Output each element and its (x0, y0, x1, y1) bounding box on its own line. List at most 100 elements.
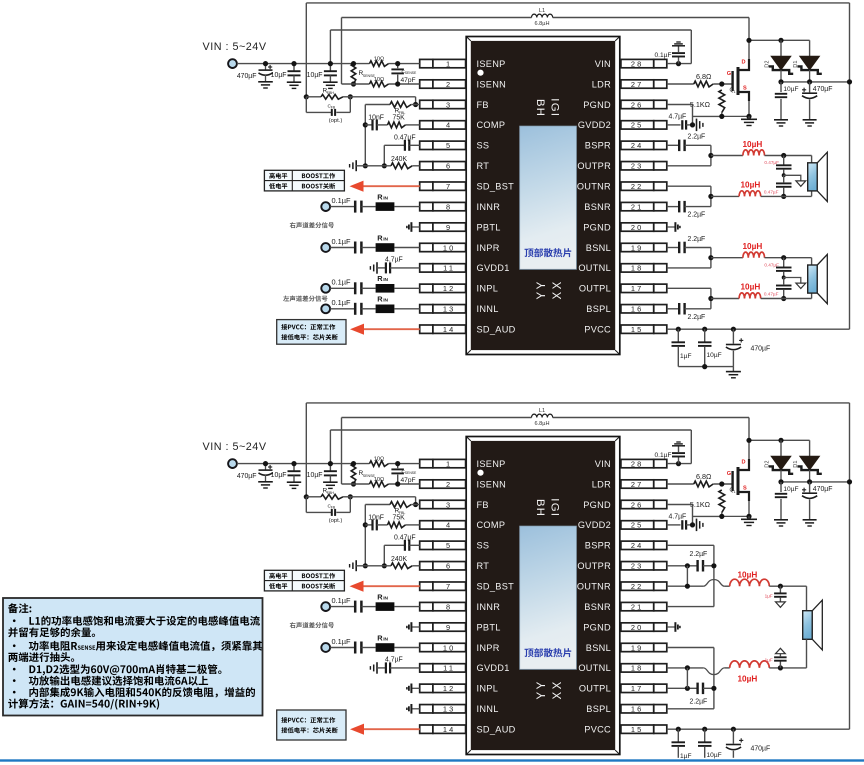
svg-text:SS: SS (477, 541, 490, 551)
svg-text:FBH: FBH (327, 491, 335, 495)
svg-text:OUTNL: OUTNL (578, 263, 611, 273)
svg-text:15: 15 (631, 725, 644, 734)
svg-text:47pF: 47pF (401, 477, 416, 484)
svg-text:FBH: FBH (327, 91, 335, 95)
svg-text:SENSE: SENSE (405, 471, 417, 475)
svg-text:INPL: INPL (477, 284, 499, 294)
svg-text:S: S (743, 86, 747, 92)
svg-text:28: 28 (631, 59, 644, 68)
svg-text:470µF: 470µF (237, 473, 257, 480)
svg-text:20: 20 (631, 623, 644, 632)
svg-text:R: R (377, 192, 383, 201)
svg-text:10µF: 10µF (271, 472, 287, 479)
svg-text:SD_AUD: SD_AUD (477, 725, 516, 735)
svg-text:IN: IN (383, 298, 388, 304)
svg-text:13: 13 (443, 705, 456, 714)
svg-text:OUTPR: OUTPR (577, 161, 611, 171)
svg-text:4: 4 (446, 121, 452, 130)
svg-text:6.8Ω: 6.8Ω (696, 72, 712, 81)
svg-text:1: 1 (446, 59, 452, 68)
svg-text:R: R (395, 508, 400, 515)
svg-text:7: 7 (446, 582, 452, 591)
svg-text:S: S (743, 486, 747, 492)
svg-text:YY: YY (536, 679, 548, 699)
svg-text:OUTPR: OUTPR (577, 561, 611, 571)
svg-text:D2: D2 (764, 61, 770, 68)
svg-text:10: 10 (443, 643, 456, 652)
svg-text:SENSE: SENSE (405, 71, 417, 75)
svg-text:LDR: LDR (592, 479, 611, 489)
svg-text:BH: BH (534, 499, 546, 517)
svg-text:10µF: 10µF (307, 472, 323, 479)
svg-text:0.1µF: 0.1µF (655, 452, 672, 459)
svg-text:2.2µF: 2.2µF (688, 212, 706, 219)
svg-text:19: 19 (631, 643, 644, 652)
svg-text:FB: FB (477, 100, 489, 110)
svg-text:SD_BST: SD_BST (477, 182, 515, 192)
svg-text:VIN : 5~24V: VIN : 5~24V (203, 41, 267, 53)
svg-text:COMP: COMP (477, 520, 506, 530)
svg-text:2.2µF: 2.2µF (688, 134, 706, 141)
svg-text:VIN: VIN (595, 59, 611, 69)
svg-text:INNL: INNL (477, 304, 499, 314)
svg-text:VIN: VIN (595, 459, 611, 469)
svg-text:INNR: INNR (477, 202, 501, 212)
svg-text:GVDD2: GVDD2 (578, 520, 611, 530)
svg-text:11: 11 (443, 664, 455, 673)
svg-text:10nF: 10nF (368, 115, 384, 122)
svg-text:OUTPL: OUTPL (579, 684, 611, 694)
svg-text:4: 4 (446, 521, 452, 530)
svg-text:20: 20 (631, 223, 644, 232)
svg-text:4.7µF: 4.7µF (385, 256, 403, 263)
svg-text:15: 15 (631, 325, 644, 334)
svg-text:0.47µF: 0.47µF (764, 160, 779, 165)
svg-text:PBTL: PBTL (477, 622, 501, 632)
svg-text:BSPL: BSPL (586, 304, 611, 314)
svg-text:OUTPL: OUTPL (579, 284, 611, 294)
svg-text:COMP: COMP (477, 120, 506, 130)
svg-text:SD_BST: SD_BST (477, 582, 515, 592)
svg-text:PBTL: PBTL (477, 222, 501, 232)
svg-text:1µF: 1µF (765, 658, 773, 663)
svg-text:INPR: INPR (477, 643, 500, 653)
svg-text:2.2µF: 2.2µF (688, 314, 706, 321)
svg-text:XX: XX (552, 279, 564, 299)
svg-text:XX: XX (552, 679, 564, 699)
svg-text:RT: RT (477, 161, 490, 171)
svg-text:2.2µF: 2.2µF (690, 551, 708, 558)
svg-text:12: 12 (443, 284, 456, 293)
svg-text:G: G (727, 471, 731, 477)
svg-text:2.2µF: 2.2µF (688, 236, 706, 243)
svg-text:240K: 240K (391, 156, 407, 163)
svg-text:INNL: INNL (477, 704, 499, 714)
svg-text:5.1KΩ: 5.1KΩ (690, 500, 711, 509)
svg-text:R: R (377, 274, 383, 283)
svg-text:7: 7 (446, 182, 452, 191)
svg-text:D: D (742, 60, 746, 66)
svg-text:SS: SS (477, 141, 490, 151)
svg-text:0.1µF: 0.1µF (332, 278, 352, 287)
svg-text:10Ω: 10Ω (374, 57, 384, 63)
svg-text:6: 6 (446, 562, 452, 571)
svg-text:BSPR: BSPR (585, 541, 611, 551)
svg-text:26: 26 (631, 500, 644, 509)
svg-text:R: R (377, 233, 383, 242)
svg-text:27: 27 (631, 480, 644, 489)
svg-text:0.1µF: 0.1µF (332, 637, 352, 646)
svg-text:PGND: PGND (583, 100, 611, 110)
svg-text:470µF: 470µF (813, 86, 833, 93)
svg-text:(opt.): (opt.) (329, 118, 343, 124)
svg-text:2: 2 (446, 80, 452, 89)
svg-text:21: 21 (631, 202, 644, 211)
svg-text:(opt.): (opt.) (329, 518, 343, 524)
svg-text:FB: FB (331, 506, 336, 510)
svg-text:OUTNL: OUTNL (578, 663, 611, 673)
svg-text:LDR: LDR (592, 79, 611, 89)
svg-text:GVDD1: GVDD1 (477, 663, 510, 673)
svg-text:D1: D1 (793, 461, 799, 468)
svg-text:10µH: 10µH (738, 570, 758, 579)
svg-text:9: 9 (446, 623, 452, 632)
svg-text:C: C (402, 69, 406, 75)
svg-text:12: 12 (443, 684, 456, 693)
svg-text:26: 26 (631, 100, 644, 109)
